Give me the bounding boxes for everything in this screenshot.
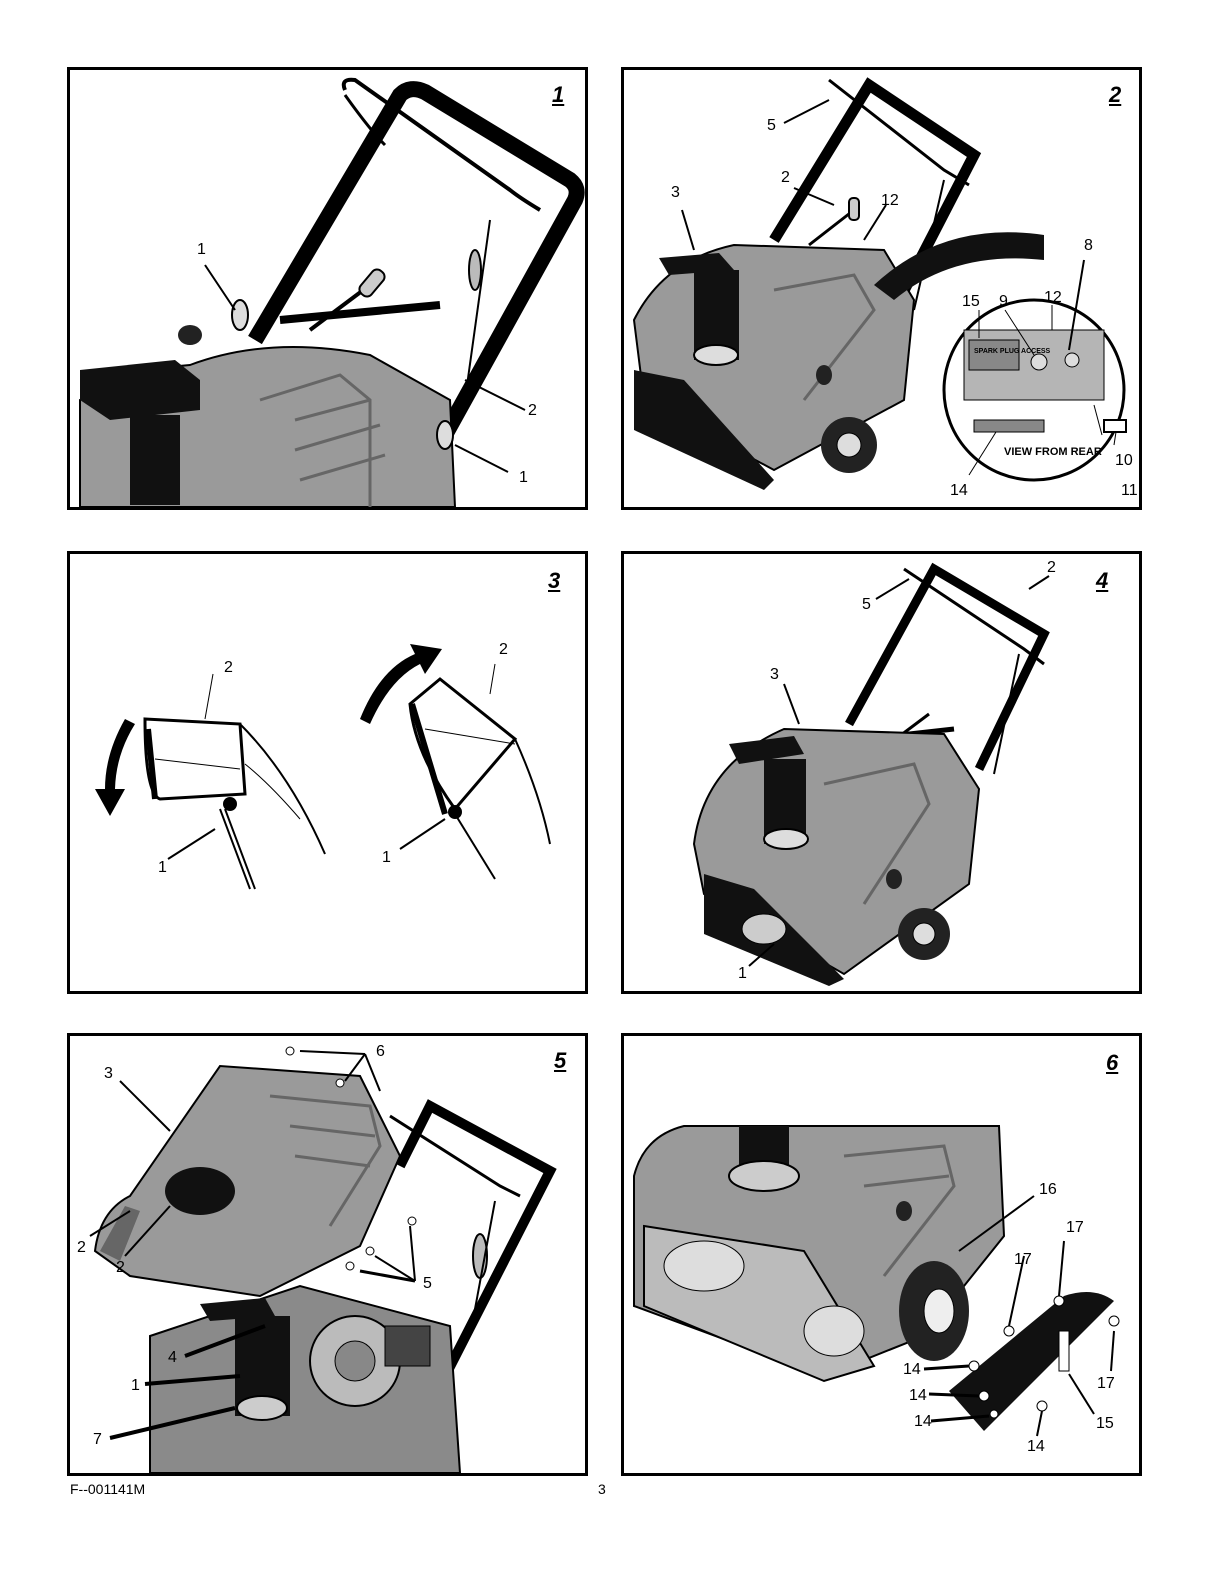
callout-label: 9 (999, 294, 1008, 310)
callout-label: 17 (1097, 1376, 1115, 1392)
callout-label: 17 (1066, 1220, 1084, 1236)
callout-label: 12 (1044, 290, 1062, 306)
callout-label: 5 (862, 597, 871, 613)
figure-6-illustration (624, 1036, 1139, 1473)
figure-6-panel: 6 16 17 17 17 14 14 14 14 15 (621, 1033, 1142, 1476)
callout-label: 2 (499, 642, 508, 658)
callout-label: 2 (528, 403, 537, 419)
figure-1-illustration (70, 70, 585, 507)
callout-label: 3 (770, 667, 779, 683)
callout-label: 10 (1115, 453, 1133, 469)
figure-number: 3 (548, 568, 560, 594)
callout-label: 3 (104, 1066, 113, 1082)
inset-label-spark-plug: SPARK PLUG ACCESS (974, 348, 1051, 355)
callout-label: 15 (1096, 1416, 1114, 1432)
figure-3-illustration (70, 554, 585, 991)
figure-3-panel: 3 2 1 2 1 (67, 551, 588, 994)
callout-label: 7 (93, 1432, 102, 1448)
figure-5-illustration (70, 1036, 585, 1473)
callout-label: 15 (962, 294, 980, 310)
callout-label: 1 (382, 850, 391, 866)
callout-label: 12 (881, 193, 899, 209)
callout-label: 14 (914, 1414, 932, 1430)
callout-label: 2 (224, 660, 233, 676)
callout-label: 2 (781, 170, 790, 186)
callout-label: 14 (1027, 1439, 1045, 1455)
callout-label: 16 (1039, 1182, 1057, 1198)
figure-4-panel: 4 2 5 3 1 (621, 551, 1142, 994)
figure-4-illustration (624, 554, 1139, 991)
callout-label: 14 (903, 1362, 921, 1378)
figure-number: 4 (1096, 568, 1108, 594)
figure-number: 5 (554, 1048, 566, 1074)
callout-label: 2 (116, 1260, 125, 1276)
figure-number: 2 (1109, 82, 1121, 108)
callout-label: 5 (767, 118, 776, 134)
callout-label: 17 (1014, 1252, 1032, 1268)
callout-label: 1 (738, 966, 747, 982)
figure-1-panel: 1 1 2 1 (67, 67, 588, 510)
figure-number: 1 (552, 82, 564, 108)
callout-label: 14 (950, 483, 968, 499)
callout-label: 2 (77, 1240, 86, 1256)
figure-5-panel: 5 6 3 2 2 5 4 1 7 (67, 1033, 588, 1476)
callout-label: 1 (158, 860, 167, 876)
page-number: 3 (598, 1481, 606, 1497)
callout-label: 2 (1047, 560, 1056, 576)
callout-label: 4 (168, 1350, 177, 1366)
callout-label: 1 (131, 1378, 140, 1394)
part-number: F--001141M (70, 1481, 145, 1497)
callout-label: 1 (519, 470, 528, 486)
inset-label-view: VIEW FROM REAR (1004, 446, 1102, 458)
callout-label: 1 (197, 242, 206, 258)
callout-label: 11 (1121, 483, 1138, 499)
figure-number: 6 (1106, 1050, 1118, 1076)
callout-label: 6 (376, 1044, 385, 1060)
figure-2-panel: SPARK PLUG ACCESS VIEW FROM REAR 2 5 3 2… (621, 67, 1142, 510)
callout-label: 14 (909, 1388, 927, 1404)
callout-label: 5 (423, 1276, 432, 1292)
callout-label: 3 (671, 185, 680, 201)
callout-label: 8 (1084, 238, 1093, 254)
